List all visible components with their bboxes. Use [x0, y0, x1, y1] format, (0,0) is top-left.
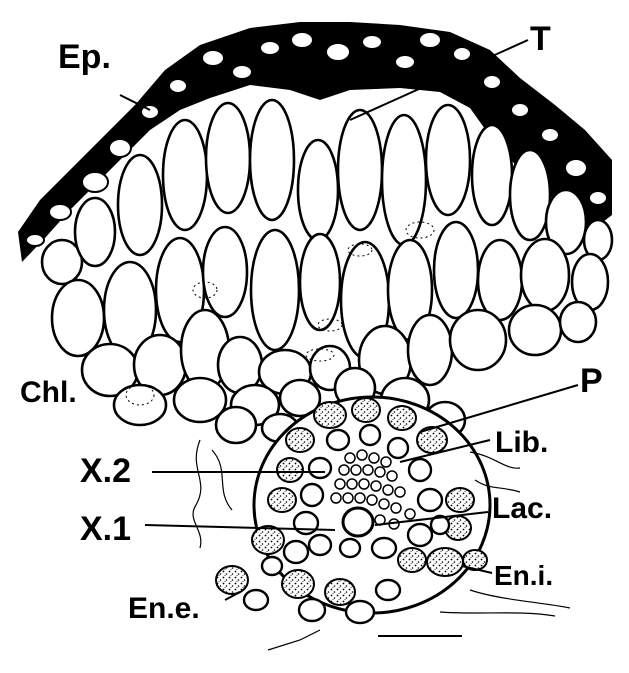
- label-eni: En.i.: [494, 560, 553, 591]
- scale-bar-tick: [268, 630, 320, 650]
- label-p: P: [580, 362, 603, 400]
- label-ep: Ep.: [58, 38, 111, 76]
- vascular-bundle: [216, 397, 490, 623]
- label-x1: X.1: [80, 510, 131, 548]
- label-t: T: [530, 20, 551, 58]
- label-chl: Chl.: [20, 376, 77, 409]
- label-x2: X.2: [80, 452, 131, 490]
- label-ene: En.e.: [128, 592, 200, 625]
- label-lib: Lib.: [495, 426, 548, 459]
- label-lac: Lac.: [492, 492, 552, 525]
